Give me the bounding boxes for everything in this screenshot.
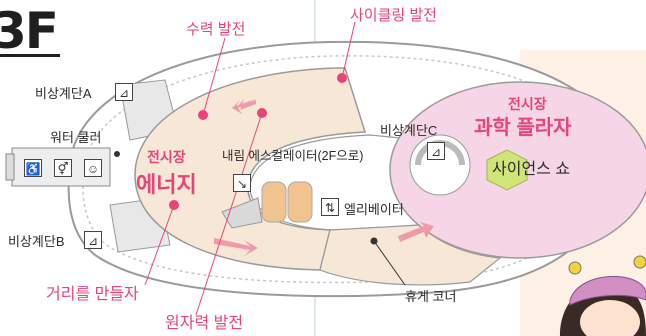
stairs-icon: ⊿ bbox=[84, 231, 102, 249]
character-face bbox=[580, 300, 640, 336]
floor-underline bbox=[0, 54, 60, 57]
science-show-hex bbox=[486, 149, 528, 191]
line-rest bbox=[373, 240, 406, 286]
accessible-icon: ♿ bbox=[24, 159, 42, 177]
line-hydro bbox=[202, 37, 226, 116]
line-nuclear bbox=[195, 112, 263, 316]
character-bell-1 bbox=[568, 261, 582, 275]
restroom-icon: ⚥ bbox=[54, 159, 72, 177]
baby-care-icon: ☺ bbox=[84, 159, 102, 177]
floor-label: 3F bbox=[0, 2, 59, 60]
facility-tab bbox=[5, 153, 15, 181]
dot-water bbox=[114, 151, 120, 157]
nuclear-label: 원자력 발전 bbox=[165, 315, 244, 332]
energy-zone-title: 에너지 bbox=[136, 172, 197, 197]
stairs-c-label: 비상계단C bbox=[380, 123, 438, 138]
line-cycling bbox=[341, 21, 356, 79]
hydro-label: 수력 발전 bbox=[186, 21, 246, 38]
character-bell-2 bbox=[633, 255, 646, 269]
arrow-top bbox=[238, 99, 256, 110]
cycling-label: 사이클링 발전 bbox=[350, 7, 437, 24]
elevator-icon: ⇅ bbox=[321, 198, 339, 216]
energy-zone-kicker: 전시장 bbox=[147, 149, 186, 165]
arrow-left-top bbox=[232, 98, 258, 114]
escalator-block-2 bbox=[287, 181, 313, 223]
line-make-street bbox=[144, 204, 175, 286]
down-escalator-label: 내림 에스컬레이터(2F으로) bbox=[222, 149, 364, 163]
stairs-icon: ⊿ bbox=[115, 83, 133, 101]
science-zone-title: 과학 플라자 bbox=[474, 117, 572, 139]
elevator-label: 엘리베이터 bbox=[344, 202, 404, 217]
stairs-b-label: 비상계단B bbox=[8, 234, 65, 249]
stairs-icon: ⊿ bbox=[427, 142, 445, 160]
water-cooler-label: 워터 쿨러 bbox=[50, 130, 102, 145]
make-street-label: 거리를 만들자 bbox=[46, 286, 139, 303]
stairs-a-label: 비상계단A bbox=[35, 86, 92, 101]
arrow-bottom bbox=[214, 238, 258, 256]
science-zone-kicker: 전시장 bbox=[508, 96, 547, 112]
rest-corner-label: 휴게 코너 bbox=[405, 289, 457, 304]
science-show-label: 사이언스 쇼 bbox=[492, 161, 571, 178]
character-hat bbox=[569, 275, 646, 306]
arrow-right bbox=[398, 222, 434, 242]
escalator-block-1 bbox=[261, 181, 287, 223]
escalator-ramp bbox=[221, 197, 263, 229]
escalator-icon: ↘ bbox=[233, 174, 251, 192]
